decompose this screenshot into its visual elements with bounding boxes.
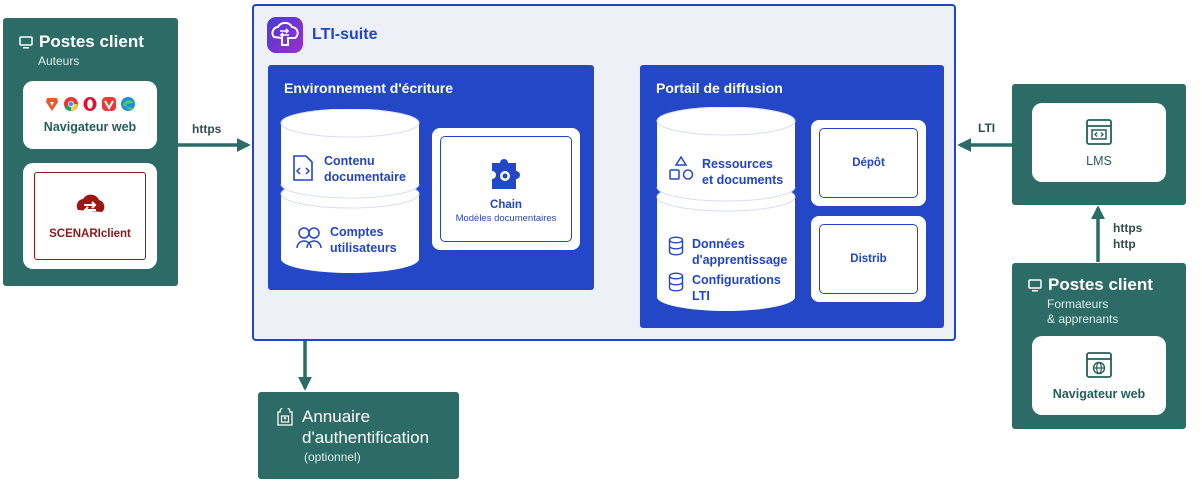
left-browser-card[interactable]: Navigateur web bbox=[23, 81, 157, 149]
resources-line2: et documents bbox=[702, 173, 784, 187]
accounts-line2: utilisateurs bbox=[330, 241, 397, 255]
chrome-icon bbox=[64, 97, 78, 112]
distrib-card-inner: Distrib bbox=[819, 224, 918, 294]
right-clients-subtitle-line1: Formateurs bbox=[1047, 297, 1109, 311]
browser-logos bbox=[44, 96, 136, 112]
edge-icon bbox=[121, 97, 135, 111]
right-clients-subtitle-line2: & apprenants bbox=[1047, 312, 1119, 326]
globe-window-icon bbox=[1086, 351, 1112, 378]
authoring-db-accounts-label: Comptes utilisateurs bbox=[330, 224, 397, 256]
lms-label: LMS bbox=[1086, 153, 1112, 168]
right-browser-label: Navigateur web bbox=[1052, 386, 1146, 401]
directory-title-line2: d'authentification bbox=[302, 428, 430, 447]
left-clients-subtitle: Auteurs bbox=[38, 54, 80, 68]
authoring-database bbox=[280, 109, 420, 273]
brave-icon bbox=[46, 98, 58, 111]
portal-title: Portail de diffusion bbox=[656, 80, 783, 96]
vivaldi-icon bbox=[102, 97, 116, 111]
arrow-http-text: http bbox=[1113, 237, 1136, 251]
id-badge-icon bbox=[277, 408, 293, 426]
lti-suite-header: LTI-suite bbox=[266, 16, 377, 54]
resources-line1: Ressources bbox=[702, 157, 773, 171]
config-line2: LTI bbox=[692, 289, 710, 303]
depot-card[interactable]: Dépôt bbox=[811, 120, 926, 206]
arrow-lti-label: LTI bbox=[978, 121, 996, 135]
portal-db-config-label: Configurations LTI bbox=[692, 272, 781, 304]
portal-db-resources-label: Ressources et documents bbox=[702, 156, 783, 188]
code-window-icon bbox=[1086, 118, 1112, 145]
monitor-icon bbox=[19, 35, 33, 48]
database-icon bbox=[668, 236, 684, 256]
monitor-icon bbox=[1028, 278, 1042, 291]
config-line1: Configurations bbox=[692, 273, 781, 287]
learning-line2: d'apprentissage bbox=[692, 253, 788, 267]
chain-card-inner: Chain Modèles documentaires bbox=[440, 136, 572, 242]
arrow-https-http-label: https http bbox=[1113, 220, 1142, 252]
right-clients-title: Postes client bbox=[1028, 275, 1153, 295]
chain-card[interactable]: Chain Modèles documentaires bbox=[432, 128, 580, 250]
directory-panel: Annuaire d'authentification (optionnel) bbox=[258, 392, 459, 479]
lti-suite-title: LTI-suite bbox=[312, 26, 378, 43]
directory-subtitle: (optionnel) bbox=[304, 450, 361, 464]
content-line1: Contenu bbox=[324, 154, 375, 168]
chain-subtitle: Modèles documentaires bbox=[455, 212, 557, 224]
right-clients-panel: Postes client Formateurs & apprenants Na… bbox=[1012, 263, 1186, 429]
right-clients-subtitle: Formateurs & apprenants bbox=[1047, 297, 1118, 327]
chain-title: Chain bbox=[490, 198, 522, 211]
portal-panel: Portail de diffusion Ressources et docum… bbox=[640, 65, 944, 328]
authoring-panel: Environnement d'écriture Contenu documen… bbox=[268, 65, 594, 290]
arrow-https-text: https bbox=[1113, 221, 1143, 235]
scenari-label: SCENARIclient bbox=[49, 228, 131, 240]
portal-db-learning-label: Données d'apprentissage bbox=[692, 236, 787, 268]
code-file-icon bbox=[293, 155, 313, 181]
left-clients-title: Postes client bbox=[19, 32, 144, 52]
distrib-card[interactable]: Distrib bbox=[811, 216, 926, 302]
authoring-title: Environnement d'écriture bbox=[284, 80, 454, 96]
users-icon bbox=[296, 227, 322, 249]
scenari-inner: SCENARIclient bbox=[34, 172, 146, 260]
authoring-db-content-label: Contenu documentaire bbox=[324, 153, 406, 185]
depot-card-inner: Dépôt bbox=[819, 128, 918, 198]
learning-line1: Données bbox=[692, 237, 745, 251]
left-browser-label: Navigateur web bbox=[43, 120, 137, 134]
depot-label: Dépôt bbox=[852, 157, 885, 169]
content-line2: documentaire bbox=[324, 170, 406, 184]
right-clients-title-text: Postes client bbox=[1048, 275, 1153, 294]
distrib-label: Distrib bbox=[850, 253, 887, 265]
lms-panel: LMS bbox=[1012, 84, 1186, 205]
directory-title: Annuaire d'authentification bbox=[302, 406, 429, 448]
opera-icon bbox=[83, 97, 97, 111]
lti-suite-logo-icon bbox=[267, 17, 303, 53]
portal-database bbox=[656, 107, 796, 311]
right-browser-card[interactable]: Navigateur web bbox=[1032, 336, 1166, 415]
scenari-logo-icon bbox=[76, 194, 105, 214]
lms-card[interactable]: LMS bbox=[1032, 103, 1166, 182]
accounts-line1: Comptes bbox=[330, 225, 384, 239]
directory-title-line1: Annuaire bbox=[302, 407, 371, 426]
arrow-https-label: https bbox=[192, 122, 222, 136]
database-icon bbox=[668, 272, 684, 292]
chain-puzzle-icon bbox=[492, 158, 520, 189]
left-clients-title-text: Postes client bbox=[39, 32, 144, 51]
shapes-icon bbox=[669, 155, 694, 180]
lti-suite-container: LTI-suite Environnement d'écriture Conte… bbox=[252, 4, 956, 341]
left-clients-panel: Postes client Auteurs Navigateur web SCE… bbox=[3, 18, 178, 286]
scenari-card[interactable]: SCENARIclient bbox=[23, 163, 157, 269]
